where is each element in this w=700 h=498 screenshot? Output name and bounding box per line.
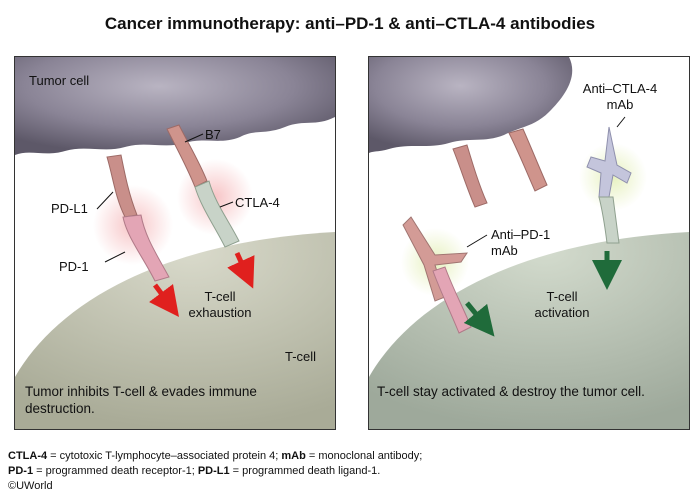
ctla-4-molecule xyxy=(194,180,240,248)
copyright-brand: ©UWorld xyxy=(8,480,53,492)
tumor-cell-shape xyxy=(369,57,573,153)
red-arrow-1 xyxy=(149,283,179,317)
activation-state-label: T-cell activation xyxy=(507,289,617,321)
right-panel-illustration xyxy=(369,57,689,429)
exhaustion-state-label: T-cell exhaustion xyxy=(165,289,275,321)
left-panel-illustration xyxy=(15,57,335,429)
b7-molecule xyxy=(508,128,548,192)
tumor-cell-label: Tumor cell xyxy=(29,73,90,88)
activation-line-2: activation xyxy=(534,305,590,320)
exhaustion-line-1: T-cell xyxy=(204,289,236,304)
ctla-4-molecule xyxy=(598,196,620,244)
t-cell-shape xyxy=(15,232,335,429)
footnote-definition: = cytotoxic T-lymphocyte–associated prot… xyxy=(47,450,282,462)
footnote-line-1: CTLA-4 = cytotoxic T-lymphocyte–associat… xyxy=(8,449,698,464)
tumor-cell-shape xyxy=(15,57,335,155)
footnote-term: CTLA-4 xyxy=(8,450,48,462)
footnote-term: PD-1 xyxy=(8,465,34,477)
left-caption: Tumor inhibits T-cell & evades immune de… xyxy=(25,384,257,416)
pd-1-label: PD-1 xyxy=(59,259,89,274)
figure-title: Cancer immunotherapy: anti–PD-1 & anti–C… xyxy=(104,14,596,33)
green-arrow-1 xyxy=(463,301,495,337)
pd-1-molecule xyxy=(122,214,170,282)
right-caption: T-cell stay activated & destroy the tumo… xyxy=(377,384,645,399)
footnote-line-2: PD-1 = programmed death receptor-1; PD-L… xyxy=(8,464,698,479)
exhaustion-line-2: exhaustion xyxy=(188,305,252,320)
left-panel-tumor-inhibition: Tumor cell B7 PD-L1 CTLA-4 PD-1 T-cell e… xyxy=(14,56,336,430)
ctla-4-label: CTLA-4 xyxy=(235,195,280,210)
footnote-term: mAb xyxy=(281,450,306,462)
anti-pd-1-line-1: Anti–PD-1 xyxy=(491,227,551,242)
b7-label: B7 xyxy=(205,127,221,142)
anti-pd-1-line-2: mAb xyxy=(491,243,518,258)
right-panel-antibody-therapy: Anti–CTLA-4 mAb Anti–PD-1 mAb T-cell act… xyxy=(368,56,690,430)
pd-l1-molecule xyxy=(452,144,488,208)
footnote-definition: = programmed death receptor-1; xyxy=(33,465,198,477)
anti-pd-1-label: Anti–PD-1 mAb xyxy=(491,227,550,259)
footnote-definition: = monoclonal antibody; xyxy=(305,450,423,462)
anti-ctla-4-label: Anti–CTLA-4 mAb xyxy=(565,81,675,113)
anti-ctla-4-line-1: Anti–CTLA-4 xyxy=(582,81,658,96)
abbreviation-footnotes: CTLA-4 = cytotoxic T-lymphocyte–associat… xyxy=(8,449,698,479)
anti-ctla-4-line-2: mAb xyxy=(606,97,634,112)
t-cell-label: T-cell xyxy=(285,349,317,364)
footnote-term: PD-L1 xyxy=(197,465,230,477)
red-arrow-2 xyxy=(227,251,255,289)
activation-line-1: T-cell xyxy=(546,289,578,304)
footnote-definition: = programmed death ligand-1. xyxy=(229,465,381,477)
pd-l1-label: PD-L1 xyxy=(51,201,88,216)
